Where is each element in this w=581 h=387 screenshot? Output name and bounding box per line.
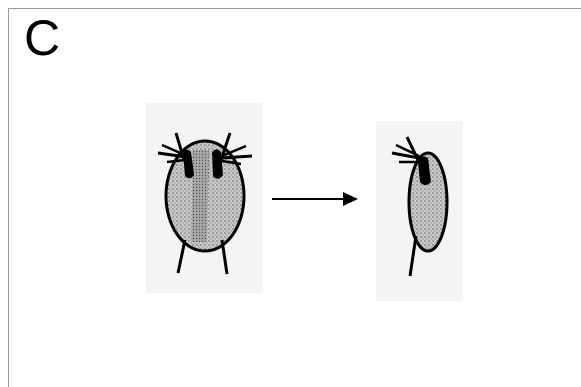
unilateral-organism-icon <box>376 121 463 301</box>
bilateral-center-band <box>199 150 201 242</box>
bilateral-organism-icon <box>146 103 263 293</box>
right-arrow-icon <box>272 192 358 206</box>
arrow-head <box>343 192 358 206</box>
